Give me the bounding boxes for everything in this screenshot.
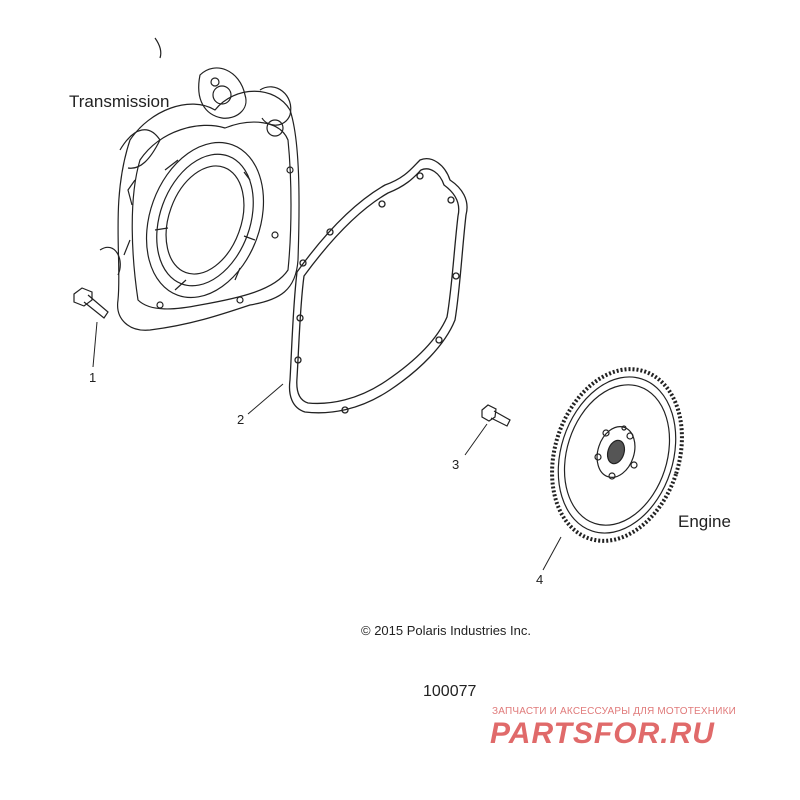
callout-4: 4 — [536, 572, 544, 587]
bolt-part-3 — [481, 404, 511, 427]
copyright-text: © 2015 Polaris Industries Inc. — [361, 623, 531, 638]
engine-label: Engine — [678, 512, 731, 531]
leader-line-1 — [92, 321, 98, 368]
watermark-logo: PARTSFOR.RU — [490, 717, 715, 750]
leader-line-4 — [542, 536, 562, 571]
callout-2: 2 — [237, 412, 245, 427]
leader-line-2 — [247, 383, 284, 415]
flywheel-part-4 — [550, 367, 684, 543]
bolt-part-1 — [73, 287, 109, 319]
transmission-housing — [99, 37, 300, 331]
callout-3: 3 — [452, 457, 460, 472]
callout-1: 1 — [89, 370, 97, 385]
watermark-tagline: ЗАПЧАСТИ И АКСЕССУАРЫ ДЛЯ МОТОТЕХНИКИ — [492, 706, 737, 717]
transmission-label: Transmission — [69, 92, 170, 111]
figure-number: 100077 — [423, 683, 477, 700]
gasket-part-2 — [288, 158, 468, 414]
leader-line-3 — [464, 423, 488, 456]
